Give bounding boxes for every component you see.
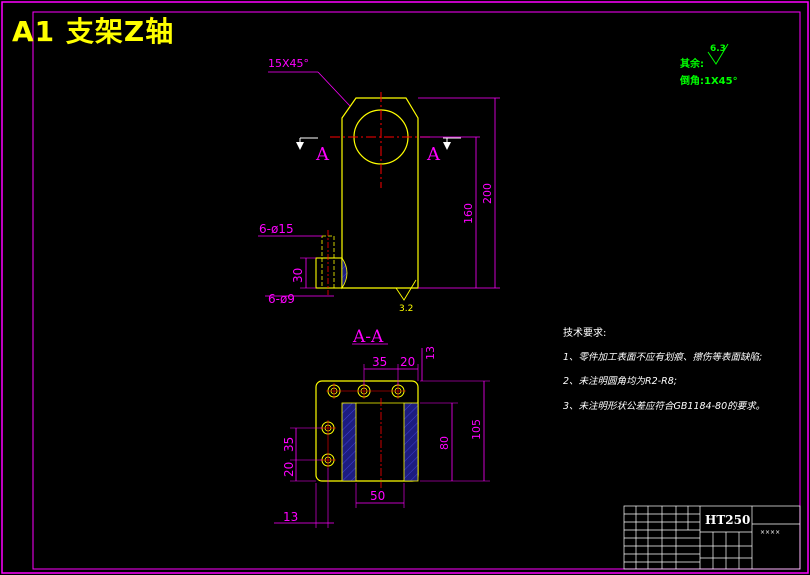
material-label: HT250	[705, 513, 750, 527]
watermark-title: A1 支架Z轴	[12, 15, 175, 48]
hatch-left	[341, 402, 357, 482]
roughness-value-bottom: 3.2	[399, 304, 413, 314]
section-arrow-right	[443, 142, 451, 150]
dim-30: 30	[291, 268, 305, 283]
dim-13-bottom: 13	[283, 510, 298, 524]
section-mark-left: A	[315, 144, 330, 165]
hole-label-9: 6-ø9	[268, 292, 295, 306]
inner-frame	[32, 11, 801, 570]
dim-50: 50	[370, 489, 385, 503]
section-title: A-A	[352, 327, 384, 347]
roughness-symbol	[395, 279, 417, 301]
dim-20-top: 20	[400, 355, 415, 369]
dim-35: 35	[372, 355, 387, 369]
dim-105: 105	[470, 419, 483, 440]
dim-35-left: 35	[282, 437, 296, 452]
tech-req-item-3: 3、未注明形状公差应符合GB1184-80的要求。	[563, 400, 765, 412]
chamfer-label: 15X45°	[268, 57, 309, 70]
tech-req-heading: 技术要求:	[563, 326, 606, 339]
chamfer-note: 倒角:1X45°	[679, 74, 738, 87]
hole-centerlines	[320, 383, 406, 468]
dim-200: 200	[481, 183, 494, 204]
dim-160: 160	[462, 203, 475, 224]
dim-80: 80	[438, 436, 451, 450]
tech-req-item-1: 1、零件加工表面不应有划痕、擦伤等表面缺陷;	[563, 351, 762, 363]
title-block	[623, 505, 801, 570]
hatch-right	[403, 402, 419, 482]
company-label: ××××	[760, 529, 780, 536]
chamfer-leader	[317, 71, 351, 107]
section-view	[274, 343, 490, 528]
roughness-note-prefix: 其余:	[680, 57, 704, 70]
base-boss	[315, 257, 343, 289]
hole-label-15: 6-ø15	[259, 222, 294, 236]
tech-req-item-2: 2、未注明圆角均为R2-R8;	[563, 375, 677, 387]
boss-section	[341, 256, 348, 290]
dim-13-top: 13	[424, 346, 437, 360]
dim-20-left: 20	[282, 462, 296, 477]
part-outline	[341, 97, 419, 289]
roughness-note-symbol	[707, 43, 729, 65]
section-mark-right: A	[426, 144, 441, 165]
front-view	[258, 71, 500, 301]
roughness-note-value: 6.3	[710, 44, 726, 54]
